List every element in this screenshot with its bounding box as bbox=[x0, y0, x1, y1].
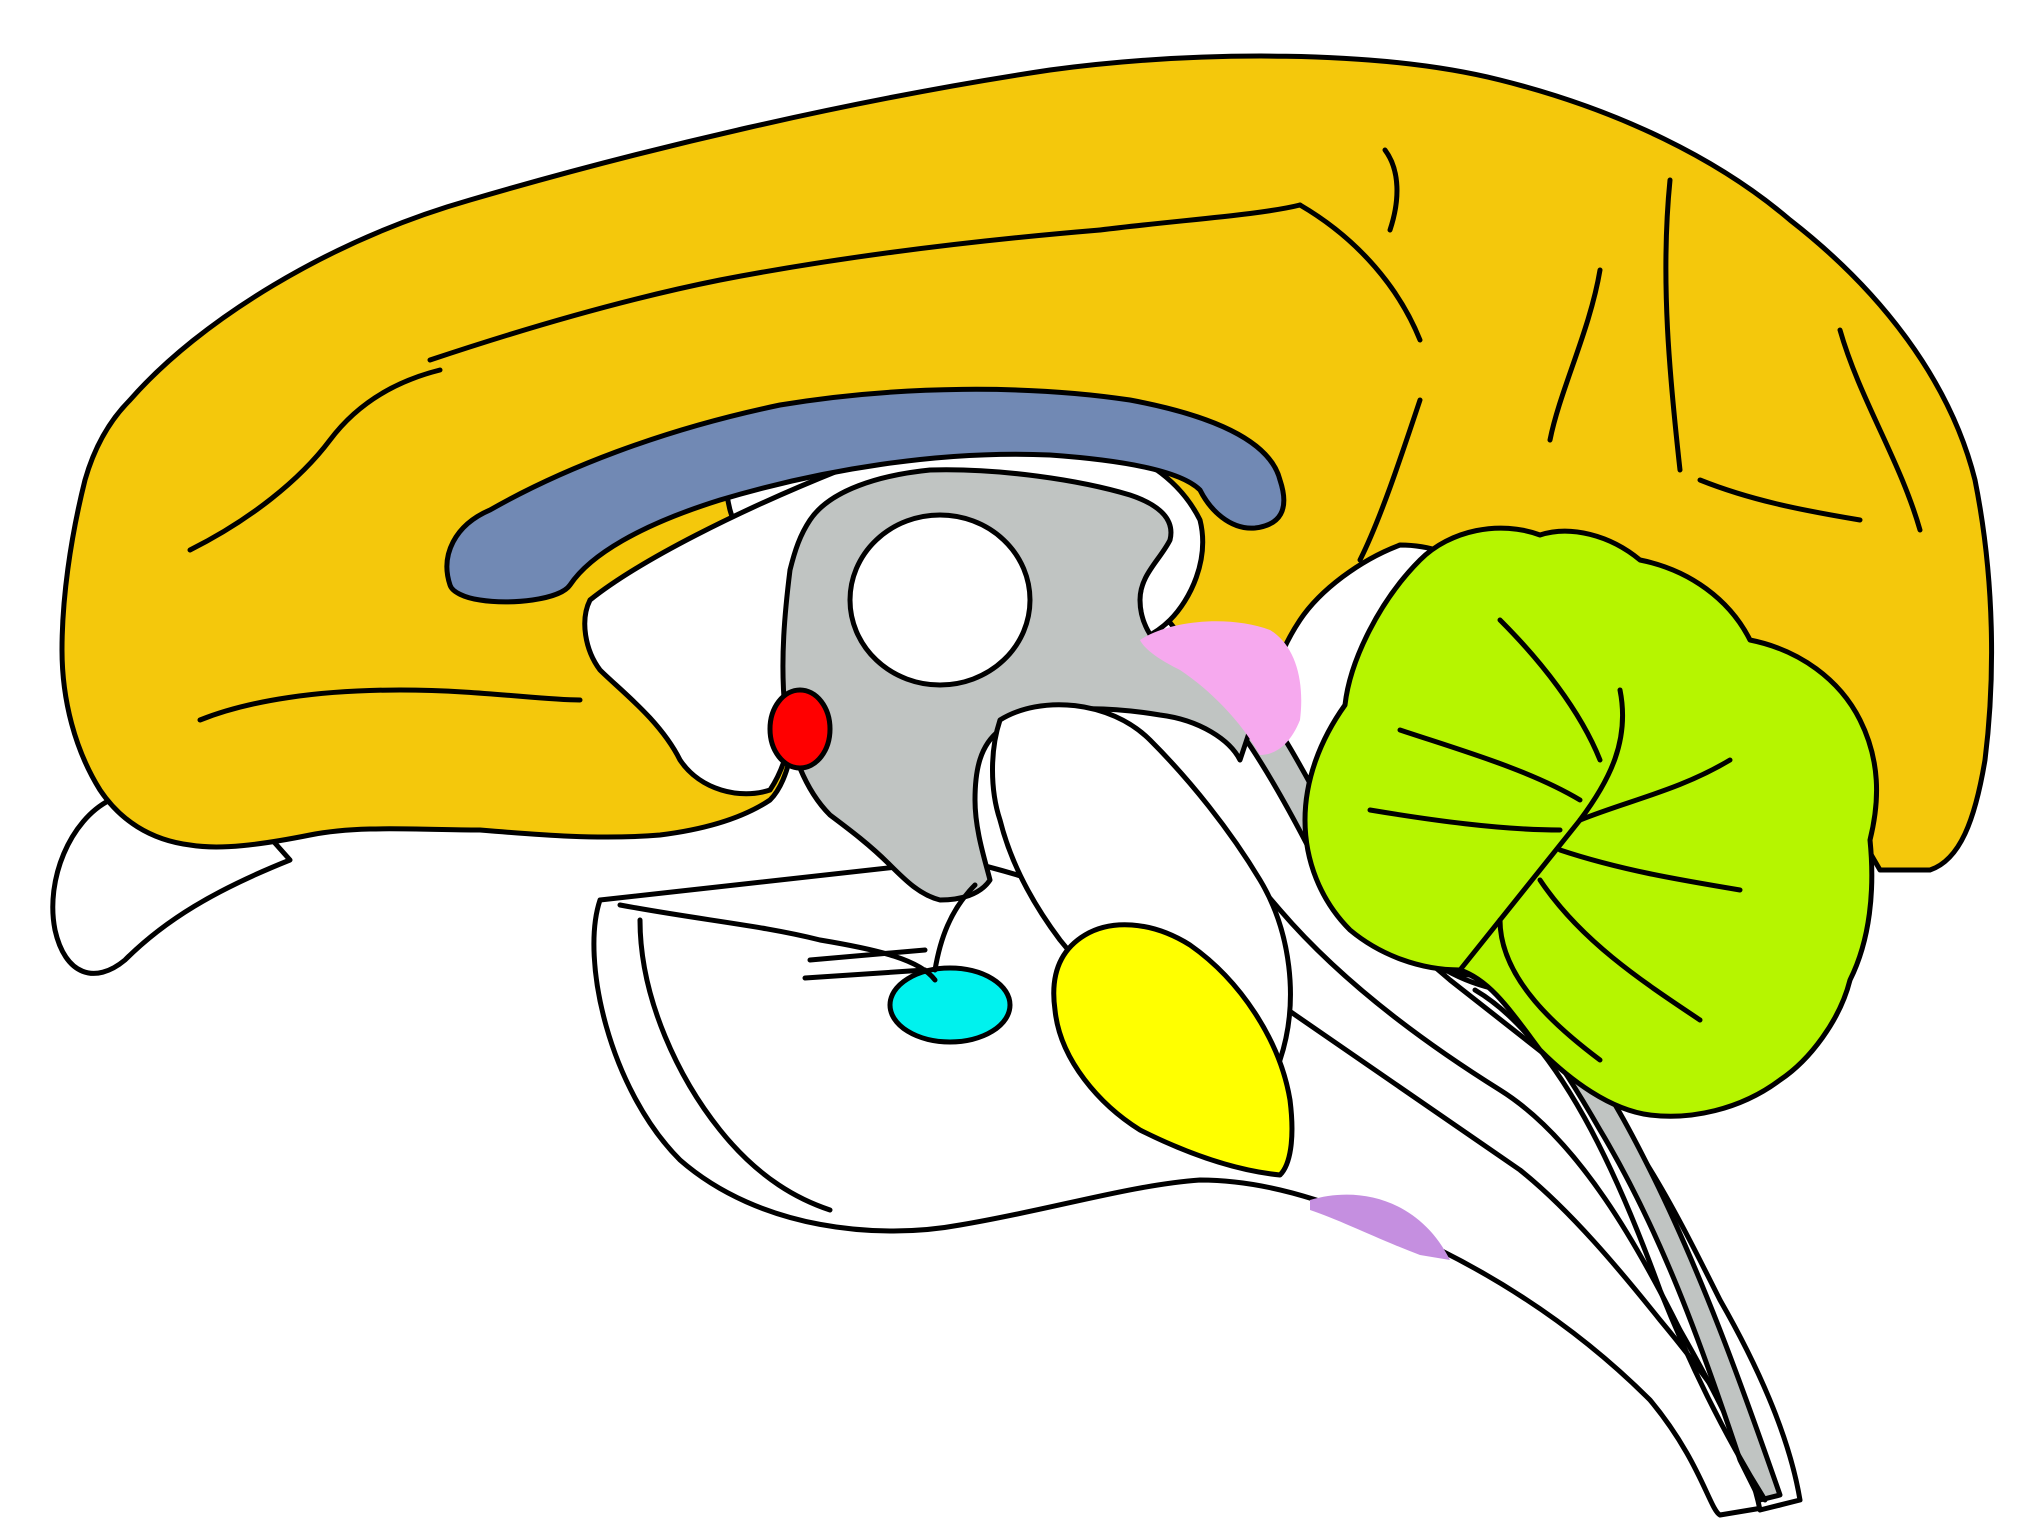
corpus-callosum bbox=[444, 386, 1287, 605]
optic-chiasm-line bbox=[617, 902, 938, 983]
interthalamic-adhesion bbox=[847, 512, 1033, 688]
cerebral-sulci bbox=[187, 147, 1923, 723]
ventral-white-region bbox=[591, 857, 1783, 1518]
optic-nerve-stub bbox=[802, 947, 928, 981]
pineal-region bbox=[1140, 621, 1302, 755]
pituitary bbox=[887, 965, 1013, 1045]
pons bbox=[1051, 922, 1295, 1178]
anterior-commissure bbox=[767, 687, 833, 771]
cerebellum bbox=[1302, 525, 1880, 1119]
temporal-pole-line bbox=[637, 917, 833, 1213]
pituitary-stalk bbox=[932, 882, 978, 973]
medulla-patch bbox=[1310, 1194, 1450, 1260]
arbor-vitae bbox=[1367, 617, 1743, 1063]
